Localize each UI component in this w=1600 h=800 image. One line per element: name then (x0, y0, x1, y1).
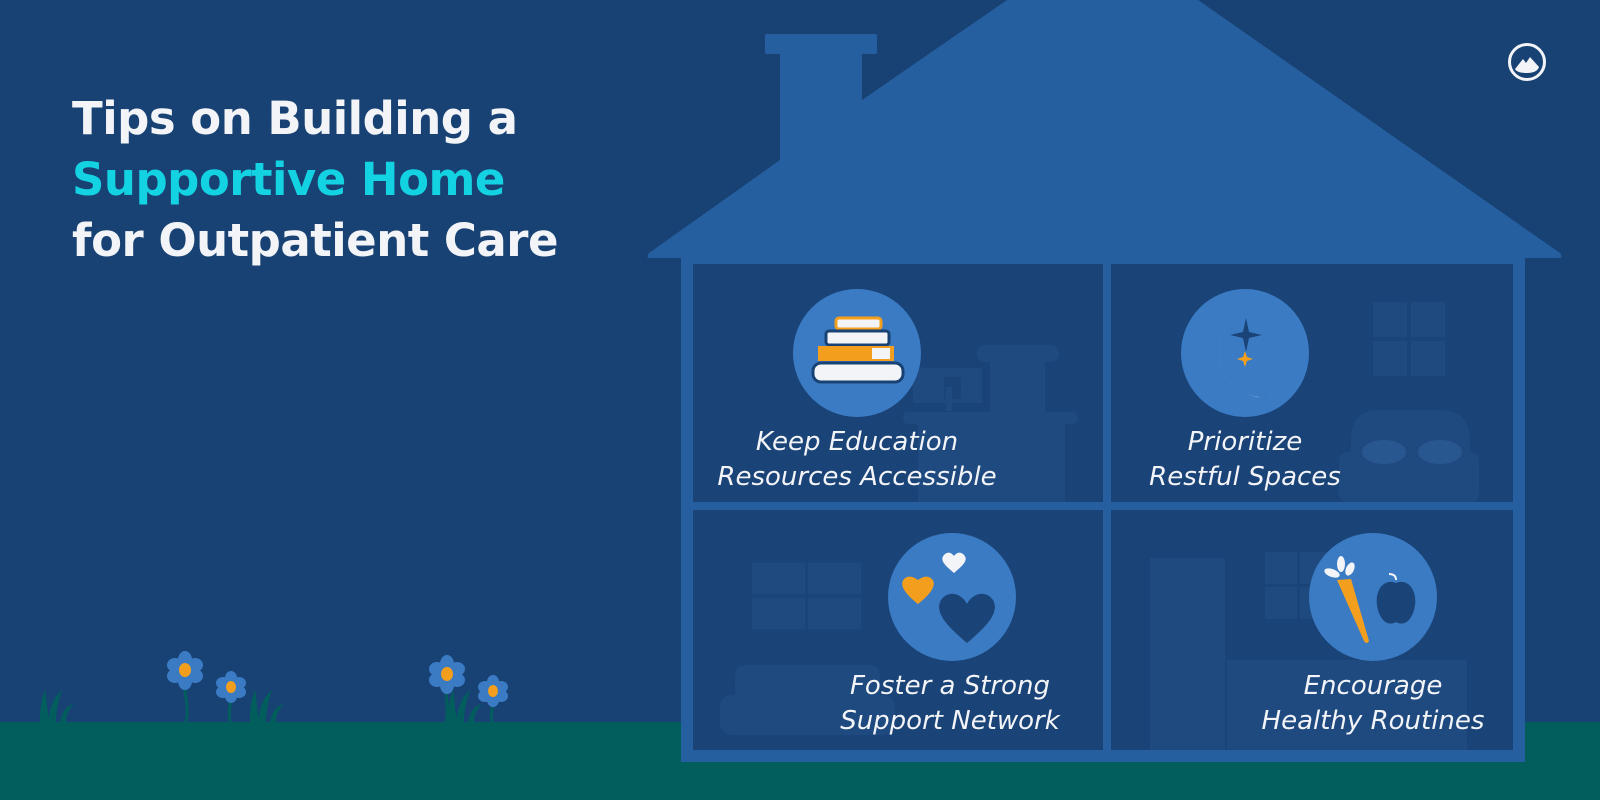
title-line-2-accent: Supportive Home (72, 153, 505, 206)
bed-silhouette (1339, 410, 1479, 502)
tip-support-label: Foster a Strong Support Network (840, 671, 1060, 736)
flower-icon (429, 655, 465, 723)
sofa-silhouette (720, 665, 895, 735)
grass-icon (40, 690, 482, 722)
tip-health-label: Encourage Healthy Routines (1261, 671, 1485, 736)
flower-icon (167, 651, 203, 723)
flower-icon (478, 675, 508, 723)
house-roof (647, 0, 1562, 258)
title-line-3: for Outpatient Care (72, 214, 559, 267)
kitchen-silhouette (1150, 552, 1467, 750)
tip-rest-label: Prioritize Restful Spaces (1149, 427, 1341, 492)
books-stack-icon (793, 289, 921, 417)
flower-icon (216, 671, 246, 723)
carrot-apple-icon (1309, 533, 1437, 661)
window-silhouette (752, 563, 861, 629)
page-title: Tips on Building a Supportive Home for O… (72, 88, 559, 271)
desk-silhouette (903, 345, 1078, 502)
mountain-circle-logo-icon (1508, 43, 1546, 81)
moon-stars-icon (1181, 289, 1309, 417)
title-line-1: Tips on Building a (72, 92, 518, 145)
tip-education-label: Keep Education Resources Accessible (717, 427, 997, 492)
hearts-icon (888, 533, 1016, 661)
window-silhouette (1373, 302, 1445, 376)
